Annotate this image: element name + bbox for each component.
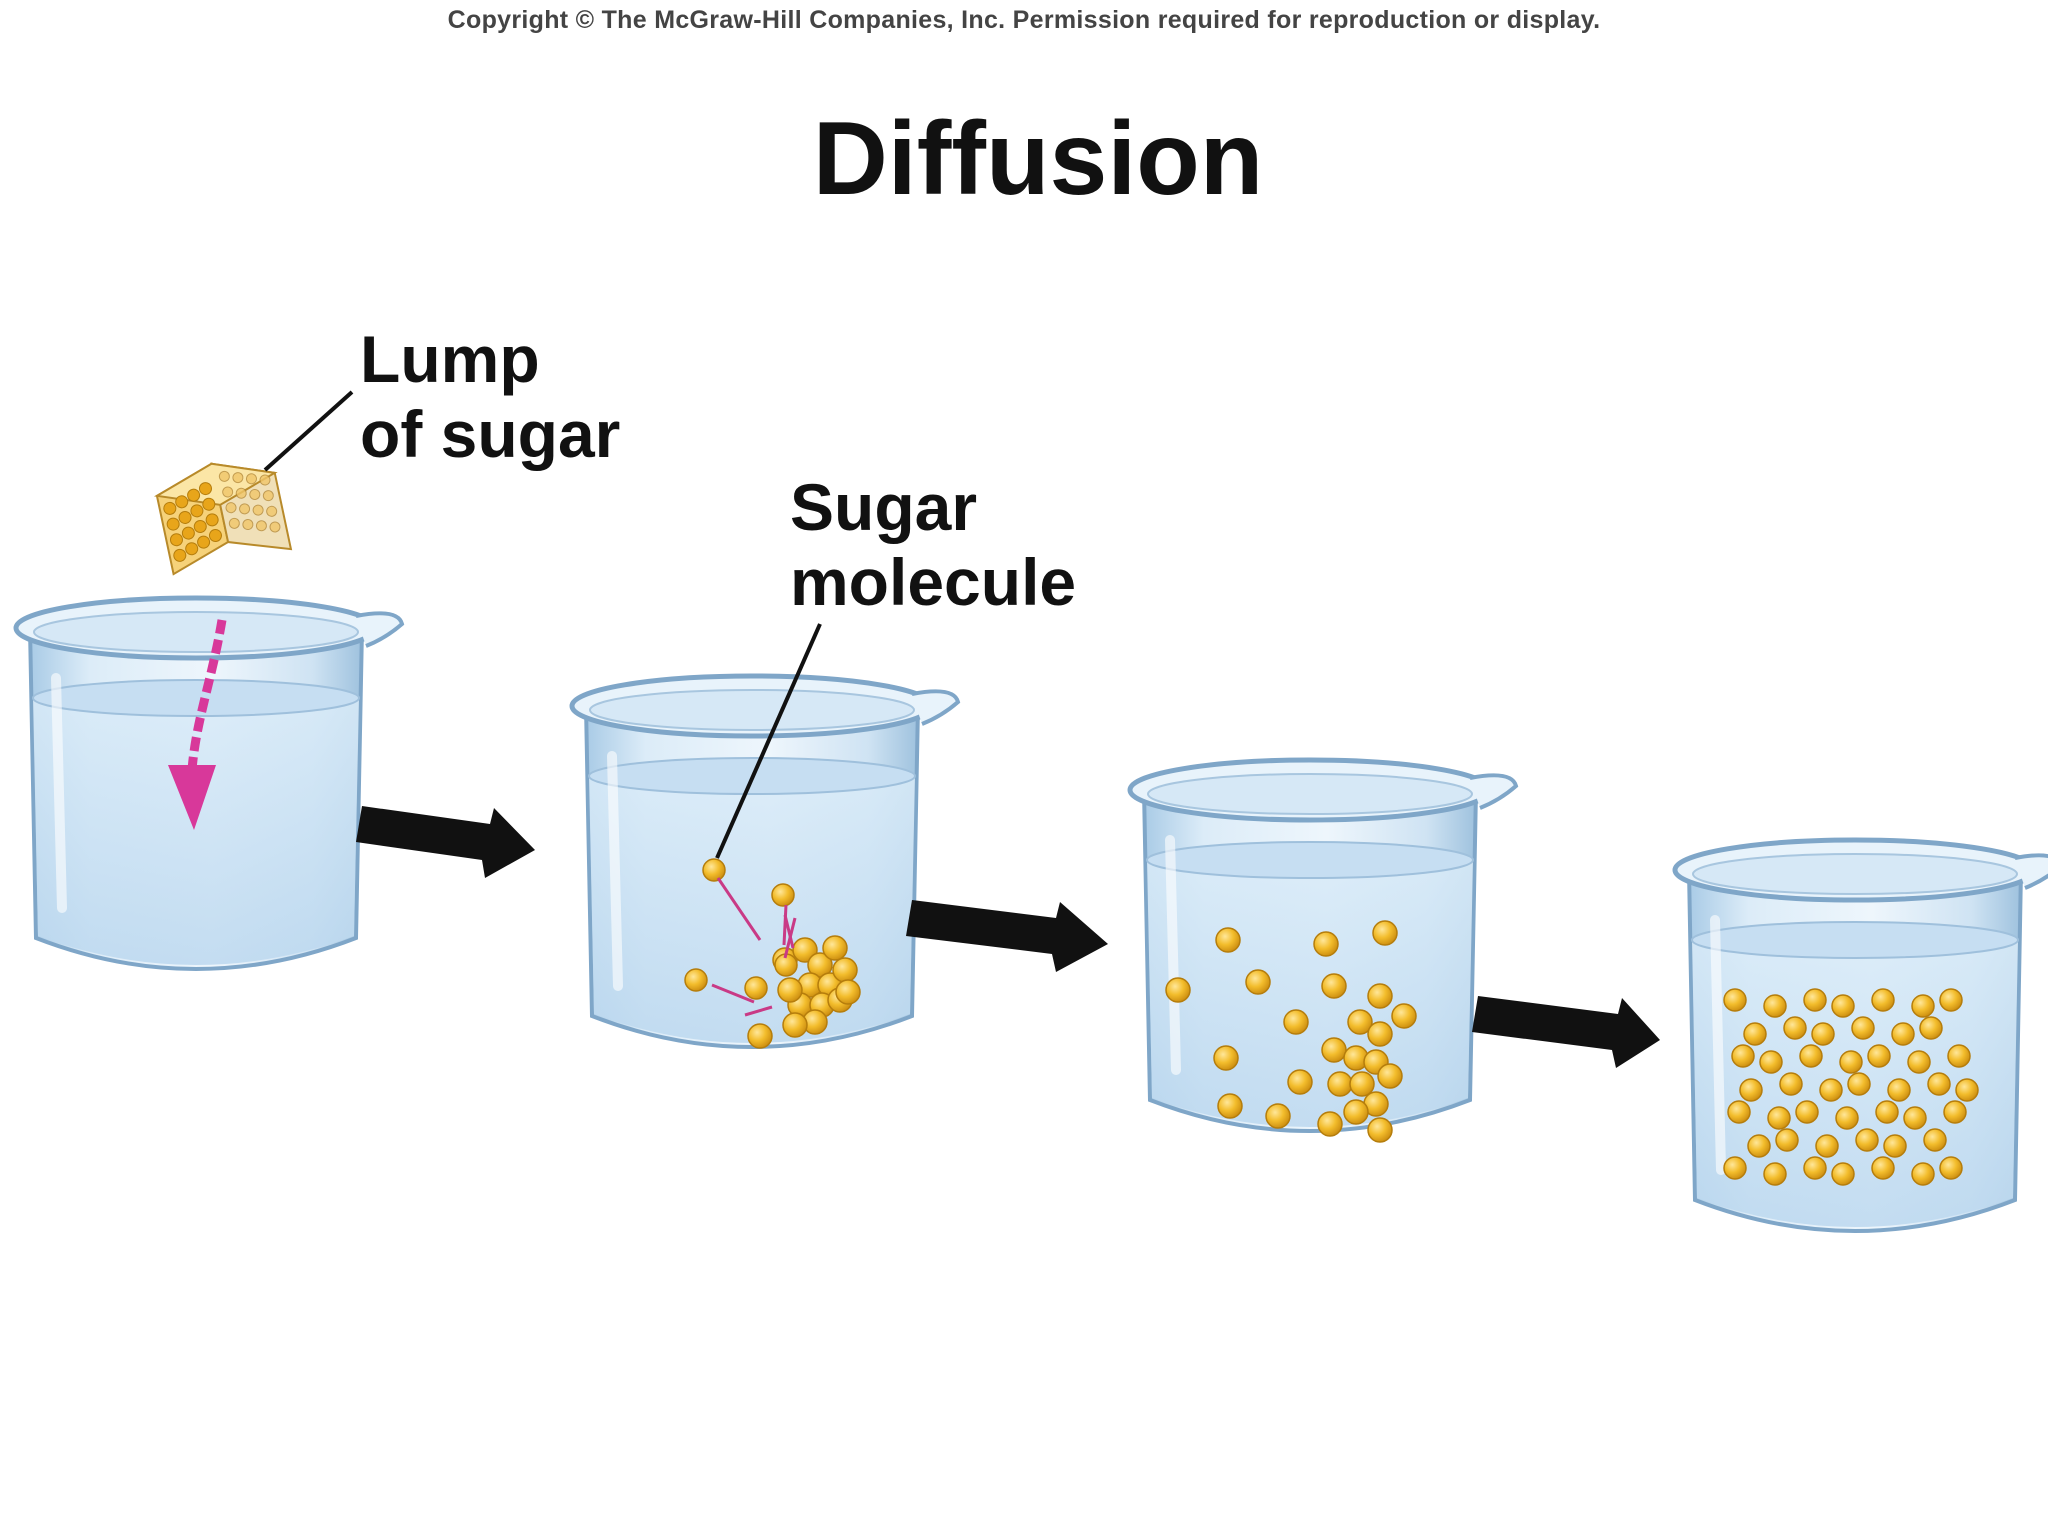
sugar-molecule bbox=[833, 958, 857, 982]
sugar-molecule bbox=[1724, 989, 1746, 1011]
sugar-molecule bbox=[1832, 1163, 1854, 1185]
sugar-molecule bbox=[745, 977, 767, 999]
sugar-molecule bbox=[1876, 1101, 1898, 1123]
sugar-molecule bbox=[1246, 970, 1270, 994]
sugar-molecule bbox=[836, 980, 860, 1004]
sugar-molecule bbox=[1748, 1135, 1770, 1157]
lump-label-line-2: of sugar bbox=[360, 397, 620, 472]
sugar-molecule bbox=[1868, 1045, 1890, 1067]
sugar-molecule bbox=[1764, 1163, 1786, 1185]
sugar-molecule bbox=[685, 969, 707, 991]
sugar-molecule bbox=[1836, 1107, 1858, 1129]
sugar-molecule bbox=[1872, 989, 1894, 1011]
sugar-molecule bbox=[1796, 1101, 1818, 1123]
sugar-molecule bbox=[1892, 1023, 1914, 1045]
sugar-molecule bbox=[1768, 1107, 1790, 1129]
sugar-molecule bbox=[1912, 995, 1934, 1017]
sugar-molecule bbox=[1924, 1129, 1946, 1151]
sugar-cube-icon bbox=[153, 451, 291, 574]
sugar-molecule bbox=[1832, 995, 1854, 1017]
process-arrow-2 bbox=[906, 900, 1108, 972]
sugar-molecule bbox=[1940, 989, 1962, 1011]
sugar-molecule bbox=[1912, 1163, 1934, 1185]
sugar-molecule bbox=[1218, 1094, 1242, 1118]
sugar-molecule bbox=[1848, 1073, 1870, 1095]
sugar-molecule-label: Sugar molecule bbox=[790, 470, 1076, 620]
sugar-molecule bbox=[1744, 1023, 1766, 1045]
sugar-molecule bbox=[1288, 1070, 1312, 1094]
sugar-molecule bbox=[1378, 1064, 1402, 1088]
sugar-molecule bbox=[748, 1024, 772, 1048]
molecule-label-line-1: Sugar bbox=[790, 470, 1076, 545]
sugar-molecule bbox=[1724, 1157, 1746, 1179]
sugar-molecule bbox=[1350, 1072, 1374, 1096]
molecule-label-line-2: molecule bbox=[790, 545, 1076, 620]
sugar-molecule bbox=[1908, 1051, 1930, 1073]
sugar-molecule bbox=[1732, 1045, 1754, 1067]
sugar-molecule bbox=[1322, 974, 1346, 998]
sugar-molecule bbox=[703, 859, 725, 881]
sugar-molecule bbox=[1318, 1112, 1342, 1136]
sugar-molecule bbox=[778, 978, 802, 1002]
sugar-molecule bbox=[1373, 921, 1397, 945]
sugar-molecule bbox=[1884, 1135, 1906, 1157]
sugar-molecule bbox=[1940, 1157, 1962, 1179]
sugar-molecule bbox=[1764, 995, 1786, 1017]
sugar-molecule bbox=[1266, 1104, 1290, 1128]
process-arrow-1 bbox=[356, 806, 535, 878]
sugar-molecule bbox=[1322, 1038, 1346, 1062]
sugar-molecule bbox=[1368, 984, 1392, 1008]
sugar-molecule bbox=[1392, 1004, 1416, 1028]
sugar-molecule bbox=[1872, 1157, 1894, 1179]
sugar-molecule bbox=[1344, 1100, 1368, 1124]
sugar-molecule bbox=[1812, 1023, 1834, 1045]
sugar-molecule bbox=[1314, 932, 1338, 956]
sugar-molecule bbox=[1800, 1045, 1822, 1067]
sugar-molecule bbox=[1284, 1010, 1308, 1034]
sugar-molecule bbox=[783, 1013, 807, 1037]
sugar-molecule bbox=[1852, 1017, 1874, 1039]
sugar-molecule bbox=[1214, 1046, 1238, 1070]
sugar-molecule bbox=[1948, 1045, 1970, 1067]
sugar-molecule bbox=[1804, 1157, 1826, 1179]
sugar-molecule bbox=[1816, 1135, 1838, 1157]
sugar-molecule bbox=[1944, 1101, 1966, 1123]
sugar-molecule bbox=[772, 884, 794, 906]
sugar-molecule bbox=[1920, 1017, 1942, 1039]
sugar-molecule bbox=[1804, 989, 1826, 1011]
sugar-molecule bbox=[1368, 1118, 1392, 1142]
sugar-molecule bbox=[1956, 1079, 1978, 1101]
process-arrow-3 bbox=[1472, 996, 1660, 1068]
sugar-molecule bbox=[1904, 1107, 1926, 1129]
sugar-molecule bbox=[1760, 1051, 1782, 1073]
sugar-molecule bbox=[1888, 1079, 1910, 1101]
sugar-molecule bbox=[1328, 1072, 1352, 1096]
sugar-molecule bbox=[1216, 928, 1240, 952]
sugar-molecule bbox=[1840, 1051, 1862, 1073]
lump-of-sugar-label: Lump of sugar bbox=[360, 322, 620, 472]
sugar-molecule bbox=[1728, 1101, 1750, 1123]
sugar-molecule bbox=[1784, 1017, 1806, 1039]
sugar-molecule bbox=[1928, 1073, 1950, 1095]
sugar-molecule bbox=[1368, 1022, 1392, 1046]
sugar-molecule bbox=[1780, 1073, 1802, 1095]
sugar-molecule bbox=[823, 936, 847, 960]
sugar-molecule bbox=[1776, 1129, 1798, 1151]
sugar-molecule bbox=[1820, 1079, 1842, 1101]
sugar-molecule bbox=[1856, 1129, 1878, 1151]
lump-leader-line bbox=[265, 392, 352, 470]
sugar-molecule bbox=[1166, 978, 1190, 1002]
lump-label-line-1: Lump bbox=[360, 322, 620, 397]
sugar-molecule bbox=[1740, 1079, 1762, 1101]
